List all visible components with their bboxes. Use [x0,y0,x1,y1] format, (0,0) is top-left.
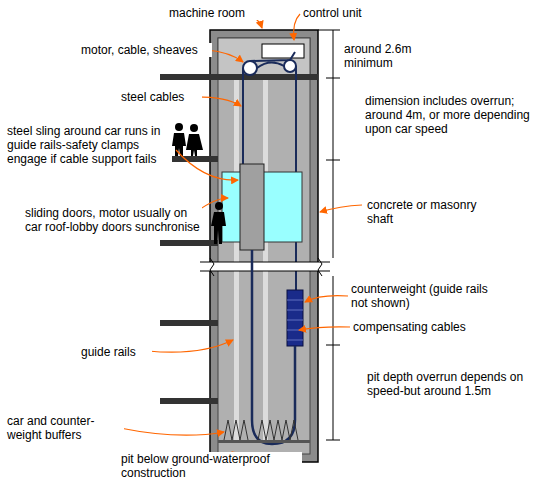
note-label: guide rails [80,345,152,359]
note-label: sliding doors, motor usually on car roof… [24,206,202,234]
note-label: pit depth overrun depends on speed-but a… [366,370,538,398]
note-label: steel cables [120,90,202,104]
note-label: motor, cable, sheaves [80,43,212,57]
note-label: steel sling around car runs in guide rai… [6,124,172,166]
note-label: counterweight (guide rails not shown) [350,282,502,310]
note-label: pit below ground-waterproof construction [120,452,302,480]
note-label: around 2.6m minimum [343,42,455,70]
note-label: machine room [168,6,290,20]
note-label: concrete or masonry shaft [366,198,478,226]
note-label: compensating cables [352,320,504,334]
note-label: control unit [302,6,404,20]
note-label: dimension includes overrun; around 4m, o… [364,94,542,136]
note-label: car and counter-weight buffers [6,414,124,442]
